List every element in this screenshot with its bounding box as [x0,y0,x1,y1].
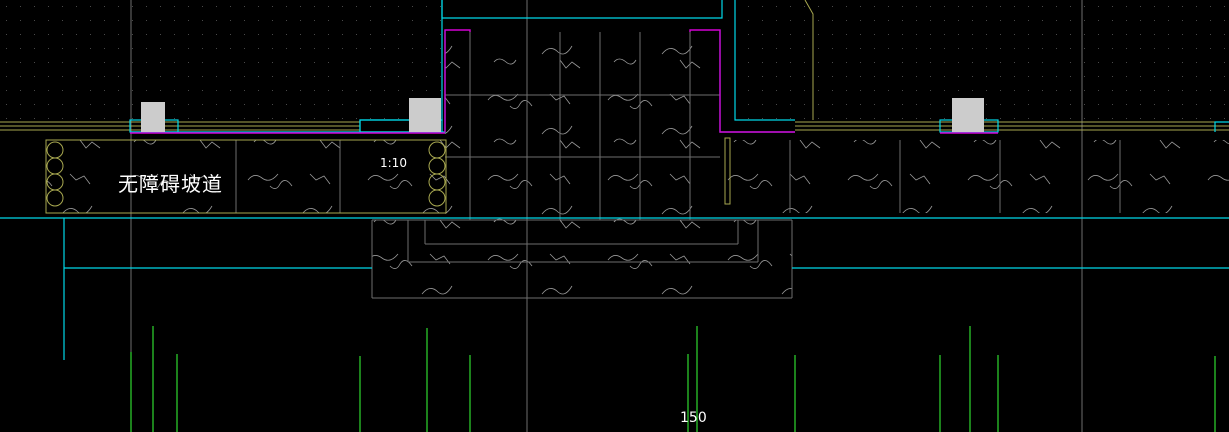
column-square-1 [141,102,165,132]
column-square-3 [952,98,984,132]
gray-grid [130,0,1121,432]
hatch-center-column [445,32,720,222]
olive-lines [0,0,1229,214]
hatch-right-strip [720,140,1229,213]
dimension-label: 150 [680,410,707,426]
green-dimension-ticks [130,326,1216,432]
ramp-label: 无障碍坡道 [118,172,223,196]
dotted-area-left [0,0,442,120]
piling-column-right [428,141,446,207]
slope-label: 1:10 [380,156,407,170]
piling-column-left [46,141,64,207]
column-square-2 [409,98,441,132]
magenta-edge [130,29,998,134]
hatch-base-block [372,220,792,298]
hatch-ramp-strip [46,140,446,213]
